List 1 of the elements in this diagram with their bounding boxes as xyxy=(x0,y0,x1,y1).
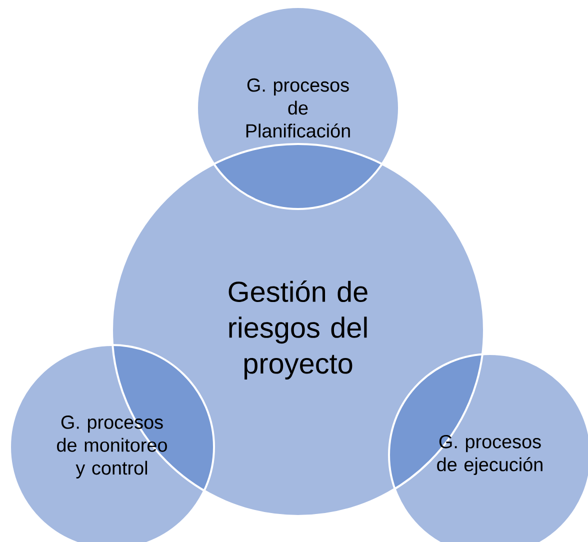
node-label: G. procesos de Planificación xyxy=(246,78,350,138)
